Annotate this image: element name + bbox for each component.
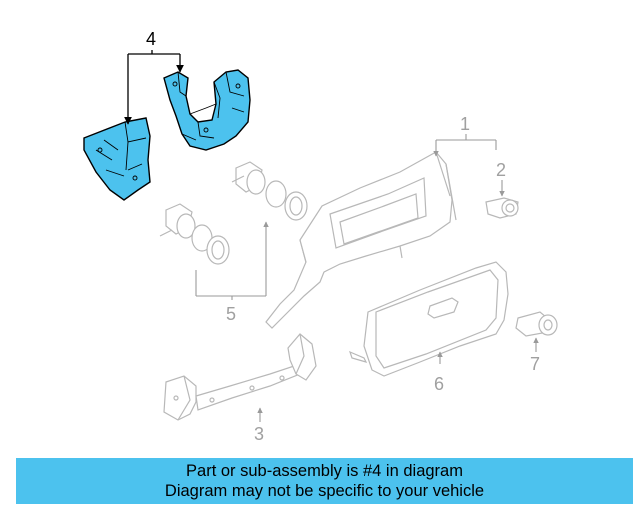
callout-4-leader [124, 50, 184, 125]
callout-5-leader [195, 221, 269, 300]
part-5-clip-set-lower [159, 203, 230, 265]
part-4-left-bracket[interactable] [83, 117, 151, 201]
part-6-glove-box-door [349, 261, 509, 377]
callout-1-label: 1 [460, 114, 470, 134]
part-3-reinforcement-bar [163, 333, 317, 421]
part-4-right-bracket[interactable] [163, 69, 251, 151]
banner-line-disclaimer: Diagram may not be specific to your vehi… [164, 482, 485, 500]
callout-1-leader [433, 134, 497, 157]
callout-7-label: 7 [530, 354, 540, 374]
callout-4-label: 4 [146, 29, 156, 49]
exploded-parts-diagram: 4 5 [83, 29, 558, 444]
callout-2-label: 2 [496, 160, 506, 180]
banner-line-part-number: Part or sub-assembly is #4 in diagram [186, 462, 463, 480]
callout-3-label: 3 [254, 424, 264, 444]
part-7-lock-cylinder [515, 311, 558, 337]
callout-6-label: 6 [434, 374, 444, 394]
info-banner: Part or sub-assembly is #4 in diagram Di… [16, 458, 633, 504]
part-2-bumper [485, 197, 519, 219]
callout-5-label: 5 [226, 304, 236, 324]
part-1-glove-box-frame [265, 151, 457, 329]
part-5-clip-set-upper [231, 161, 308, 221]
